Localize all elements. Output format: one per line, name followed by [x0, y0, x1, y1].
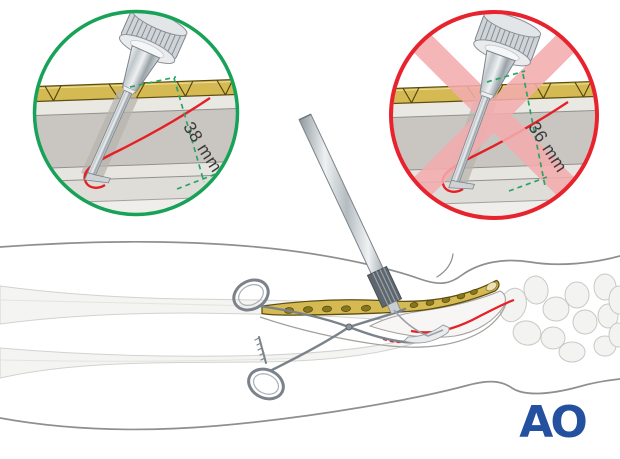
plate-hole — [303, 306, 313, 313]
forceps-arm — [258, 304, 351, 329]
gauge-tip — [386, 300, 402, 315]
carpal-bone — [540, 326, 566, 350]
plate-hole — [341, 305, 351, 312]
cross-out-x — [405, 26, 583, 204]
plate-holes — [284, 289, 478, 314]
measure-tick-top — [486, 70, 526, 83]
forearm-illustration — [0, 113, 620, 431]
inset-incorrect-ring — [389, 10, 599, 220]
plate-hole — [361, 304, 371, 312]
forceps-ring — [247, 367, 285, 401]
surgical-window-outline — [259, 303, 507, 348]
arm-outline — [0, 240, 620, 431]
forceps-jaw-tip — [403, 324, 450, 344]
measure-tick-bottom — [176, 171, 222, 190]
forceps-ring — [232, 278, 270, 312]
forceps-ring-inner — [238, 284, 264, 306]
plate-tip — [485, 281, 498, 292]
depth-gauge-main — [298, 113, 444, 337]
plate-hole — [470, 289, 478, 295]
forceps-ring-inner — [252, 373, 280, 395]
metacarpal-bone — [608, 322, 620, 348]
metacarpal-bone — [608, 285, 620, 315]
carpal-bone — [523, 275, 549, 305]
arm-bottom-contour — [0, 378, 620, 431]
forceps-upper-jaw — [347, 307, 407, 329]
carpal-bone — [558, 341, 586, 363]
measure-tick-top — [129, 76, 177, 88]
carpal-bone — [542, 296, 570, 322]
gauge-shaft — [298, 113, 387, 281]
plate-hole — [425, 299, 435, 306]
measure-line — [522, 73, 546, 187]
carpal-bone — [572, 309, 598, 335]
cross-bar — [405, 26, 583, 204]
inset-correct: 38 mm — [32, 9, 240, 217]
carpal-bone — [512, 320, 542, 346]
carpal-bones — [499, 273, 620, 363]
gauge-shaft-top — [298, 113, 312, 121]
measure-tick-bottom — [508, 176, 548, 192]
measurement-incorrect — [486, 70, 548, 192]
inset-incorrect: 36 mm — [389, 10, 599, 220]
gauge-knurl-stripes — [372, 267, 400, 306]
inset-correct-ring — [32, 9, 240, 217]
plate-hole — [322, 305, 332, 313]
wrist-fold-line — [436, 253, 454, 278]
gauge-measuring-wire — [393, 309, 444, 337]
forceps-arm — [270, 325, 351, 372]
measure-line — [173, 77, 205, 183]
arm-top-contour — [0, 240, 620, 285]
ao-logo: AO — [519, 397, 586, 448]
forceps-ratchet-teeth — [254, 337, 266, 361]
carpal-bone — [564, 281, 590, 309]
forceps-joint — [345, 323, 353, 331]
plate-hole — [456, 293, 466, 300]
reduction-forceps — [232, 278, 450, 401]
plate-hole — [441, 297, 451, 303]
measurement-correct — [129, 76, 222, 190]
plate-hole — [409, 302, 419, 308]
